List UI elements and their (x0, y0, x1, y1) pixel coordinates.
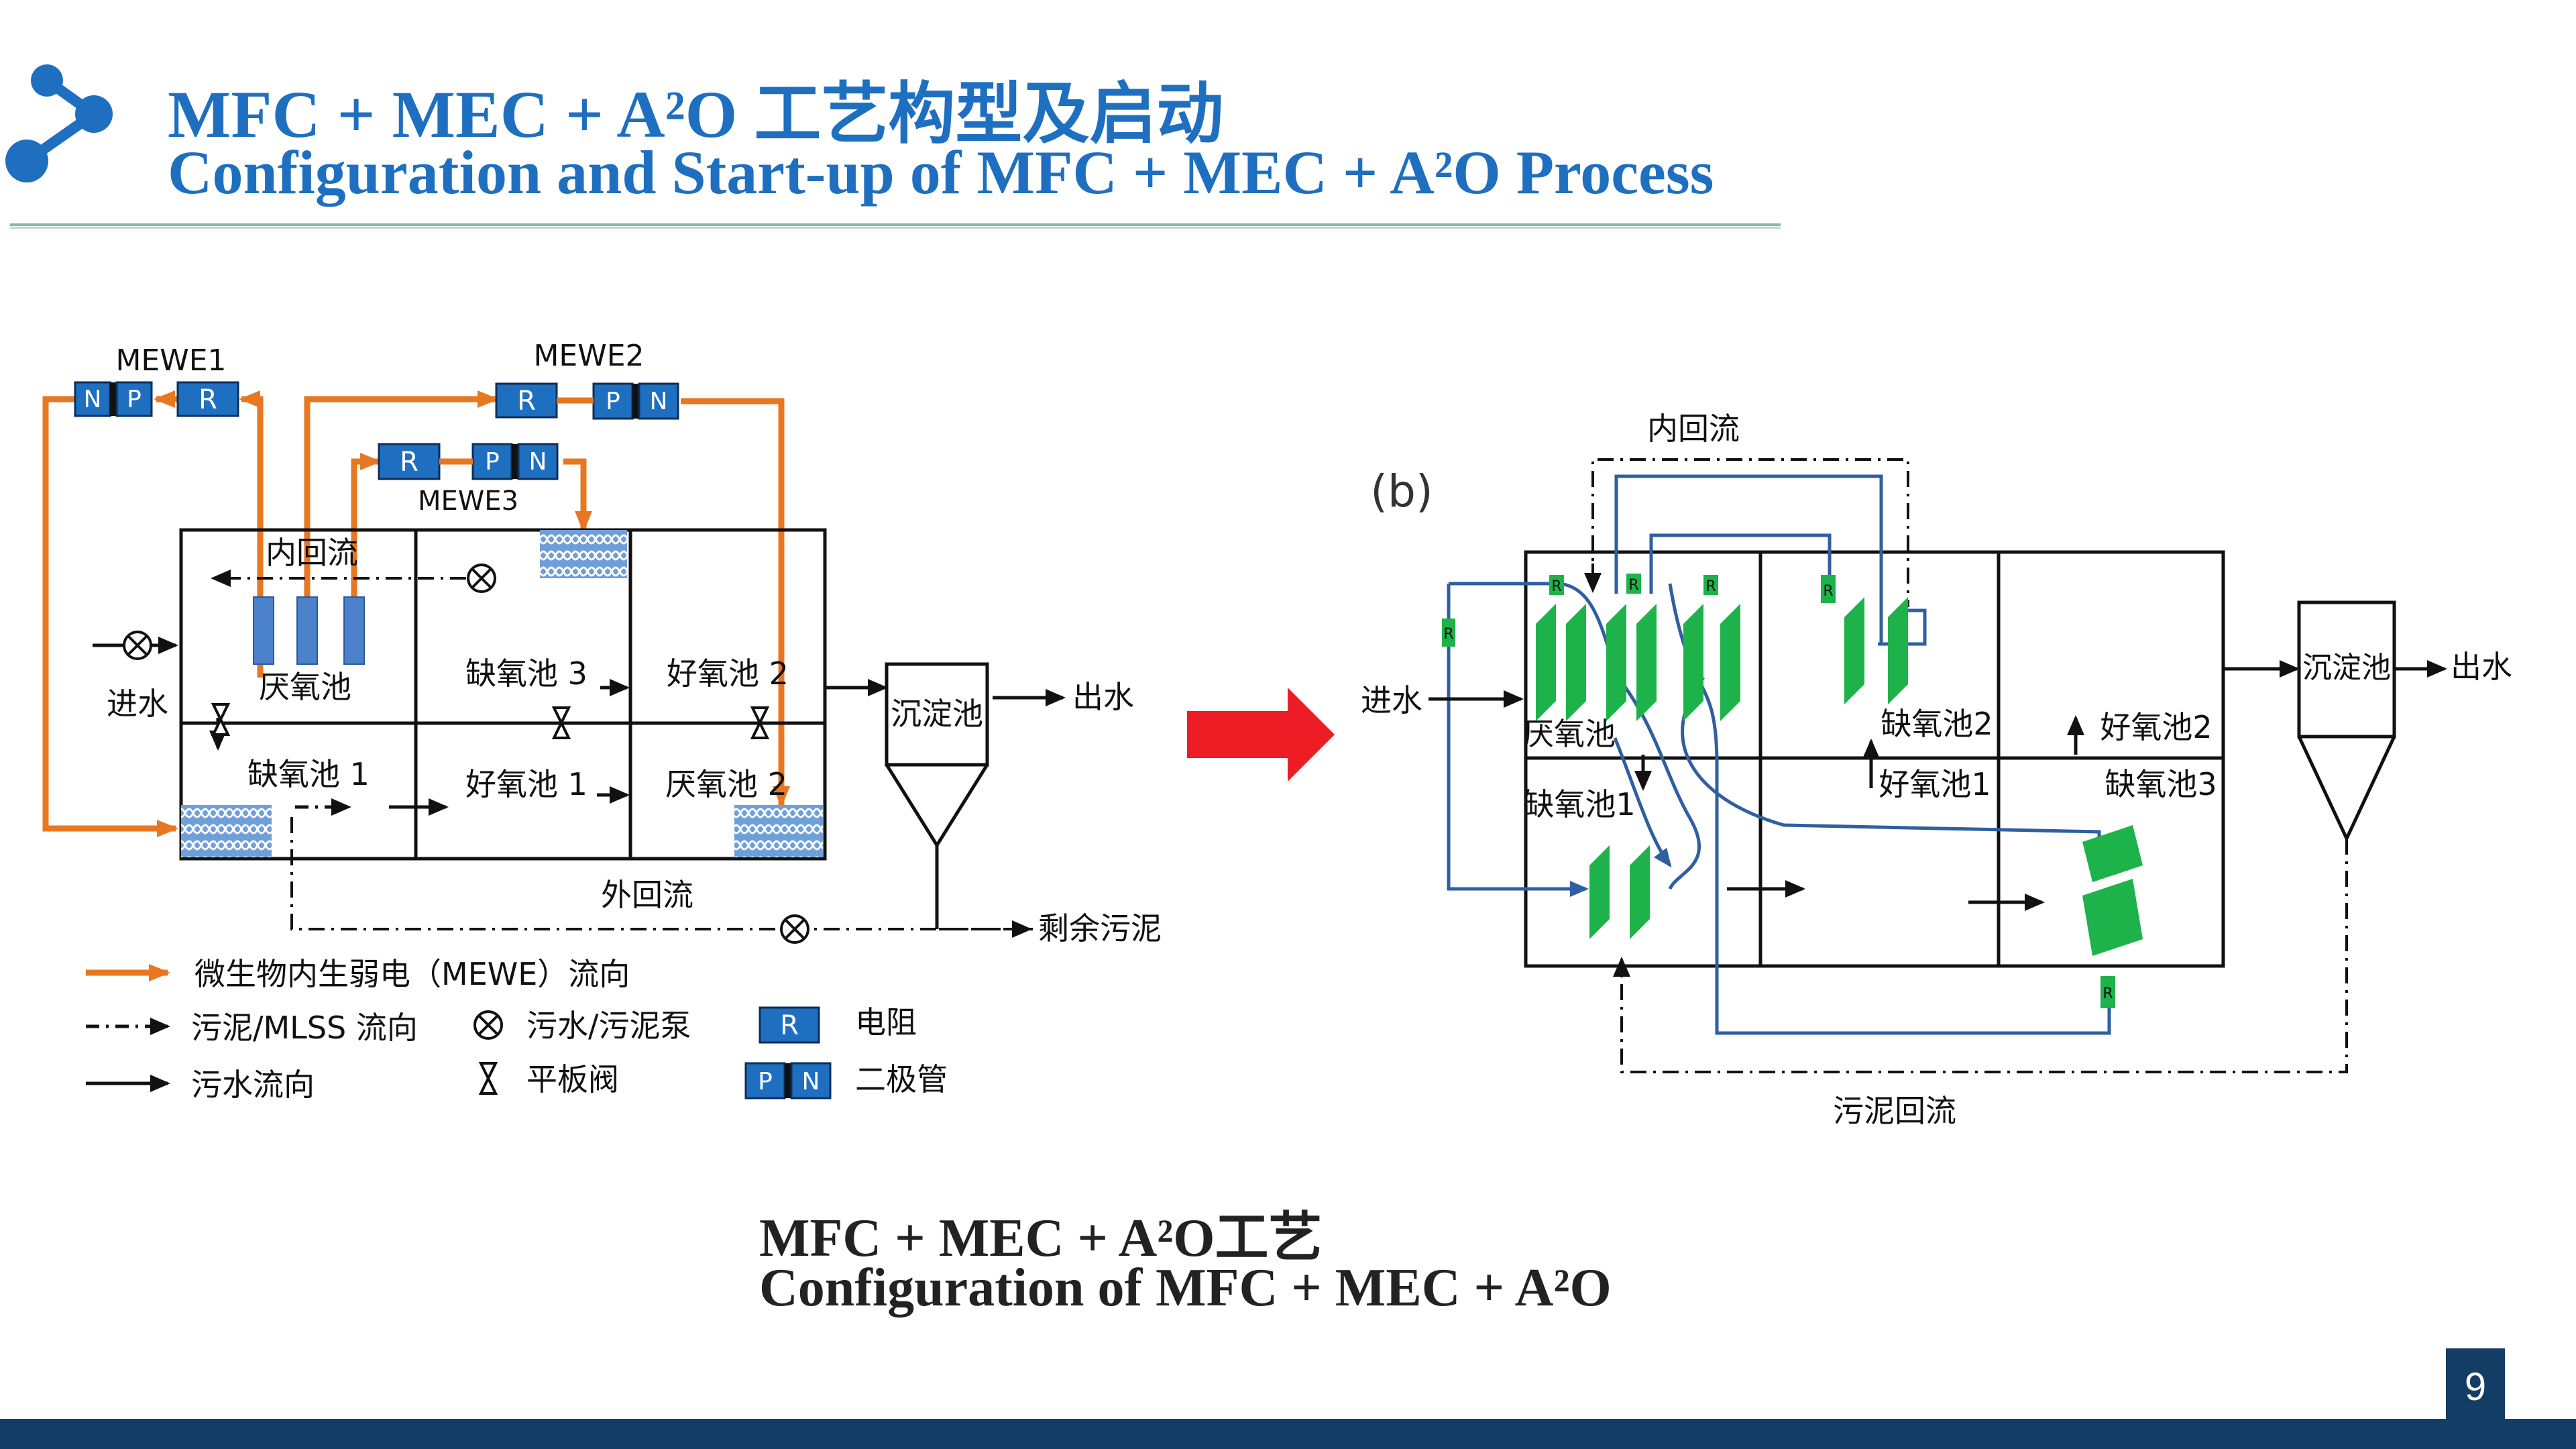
mewe1-p: P (127, 386, 142, 413)
tank-a-internal-recycle: 内回流 (266, 535, 358, 571)
legend-diode-p: P (758, 1068, 773, 1095)
legend-a: 微生物内生弱电（MEWE）流向 污泥/MLSS 流向 污水流向 污水/污泥泵 平… (86, 956, 948, 1103)
resistor-b-4: R (1705, 578, 1716, 595)
tank-a-excess-sludge: 剩余污泥 (1038, 910, 1162, 947)
resistor-b-3: R (1628, 577, 1638, 594)
legend-sludge-flow: 污泥/MLSS 流向 (191, 1010, 418, 1046)
mewe2-p: P (606, 388, 620, 415)
green-electrodes-b (1536, 597, 2143, 956)
legend-mewe-flow: 微生物内生弱电（MEWE）流向 (194, 956, 630, 992)
process-diagram: N P R MEWE1 R P N MEWE2 R P N (42, 339, 2512, 1129)
mewe1-resistor: R (199, 384, 217, 415)
wires-b (1447, 474, 2111, 1035)
resistor-b-1: R (1443, 626, 1453, 643)
mewe3-resistor: R (400, 447, 418, 478)
transition-arrow (1187, 688, 1335, 782)
tank-b-internal-recycle: 内回流 (1647, 411, 1740, 447)
mewe2-n: N (650, 388, 668, 415)
legend-diode-n: N (802, 1068, 820, 1095)
mewe2-resistor: R (517, 386, 536, 417)
mesh-electrode (181, 805, 272, 857)
mewe3-label: MEWE3 (418, 486, 518, 517)
page-title-en: Configuration and Start-up of MFC + MEC … (168, 138, 1714, 207)
tank-b-aerobic1: 好氧池1 (1879, 766, 1991, 802)
pump-icon (473, 1010, 503, 1040)
diagram-a: N P R MEWE1 R P N MEWE2 R P N (42, 339, 1162, 1103)
settler-a (885, 662, 989, 929)
rod-electrode (343, 596, 365, 665)
tank-a-aerobic1: 好氧池 1 (465, 766, 587, 802)
mewe2-label: MEWE2 (533, 339, 644, 373)
legend-pump: 污水/污泥泵 (526, 1008, 691, 1044)
tank-b-outflow: 出水 (2451, 649, 2512, 685)
mesh-electrode (540, 530, 627, 578)
page-number: 9 (2446, 1348, 2505, 1426)
tank-b-sludge-return: 污泥回流 (1833, 1093, 1956, 1129)
tank-a-anoxic1: 缺氧池 1 (247, 756, 370, 792)
rod-electrode (253, 596, 274, 665)
resistor-b-5: R (1823, 583, 1833, 600)
mewe1-n: N (84, 386, 102, 413)
mewe3-p: P (485, 448, 500, 476)
mewe3-n: N (529, 448, 547, 476)
tank-a-anaerobic: 厌氧池 (259, 669, 351, 705)
tank-b-anoxic1: 缺氧池1 (1523, 786, 1635, 822)
legend-resistor-symbol: R (780, 1010, 799, 1041)
tank-b-inflow: 进水 (1361, 682, 1422, 718)
mewe1-label: MEWE1 (115, 343, 226, 378)
tank-a-anoxic3: 缺氧池 3 (465, 655, 587, 692)
legend-resistor: 电阻 (855, 1004, 917, 1040)
pump-icon (123, 631, 152, 660)
caption-zh: MFC + MEC + A²O工艺 (759, 1209, 1323, 1268)
tank-grid-a (179, 528, 827, 861)
valve-icon (478, 1062, 498, 1095)
legend-valve: 平板阀 (526, 1061, 619, 1097)
pump-icon (467, 564, 496, 593)
diagram-b: (b) 内回流 R R (1361, 411, 2512, 1129)
legend-sewage-flow: 污水流向 (191, 1067, 315, 1103)
mewe3-unit: R P N MEWE3 (378, 443, 559, 517)
tank-a-external-recycle: 外回流 (601, 877, 693, 913)
page-title-zh: MFC + MEC + A²O 工艺构型及启动 (168, 77, 1224, 152)
tank-a-anaerobic2: 厌氧池 2 (665, 766, 787, 802)
footer-bar (0, 1419, 2576, 1449)
settler-b (2297, 600, 2396, 843)
resistor-b-2: R (1551, 578, 1561, 595)
share-logo-icon (5, 64, 113, 182)
tank-a-outflow: 出水 (1072, 679, 1134, 715)
mewe2-unit: R P N MEWE2 (495, 339, 679, 420)
legend-diode: 二极管 (855, 1061, 948, 1097)
tank-a-aerobic2: 好氧池 2 (667, 655, 789, 692)
tank-b-anoxic3: 缺氧池3 (2105, 766, 2217, 802)
mesh-electrode (734, 805, 823, 857)
resistor-b-6: R (2103, 985, 2113, 1002)
mewe1-unit: N P R MEWE1 (74, 343, 239, 417)
resistor-tabs-b: R R R R R R (1442, 574, 2115, 1008)
valve-icon (211, 703, 770, 739)
tank-b-aerobic2: 好氧池2 (2100, 709, 2212, 745)
tank-b-anaerobic: 厌氧池 (1523, 716, 1616, 752)
pump-icon (780, 914, 809, 944)
title-divider (10, 223, 1781, 229)
rod-electrode (296, 596, 318, 665)
tank-b-settler: 沉淀池 (2302, 651, 2391, 685)
tank-b-anoxic2: 缺氧池2 (1881, 706, 1993, 742)
tank-a-settler: 沉淀池 (891, 696, 983, 732)
tank-a-inflow: 进水 (107, 686, 168, 722)
caption-en: Configuration of MFC + MEC + A²O (759, 1258, 1612, 1318)
diagram-b-label: (b) (1370, 466, 1433, 517)
